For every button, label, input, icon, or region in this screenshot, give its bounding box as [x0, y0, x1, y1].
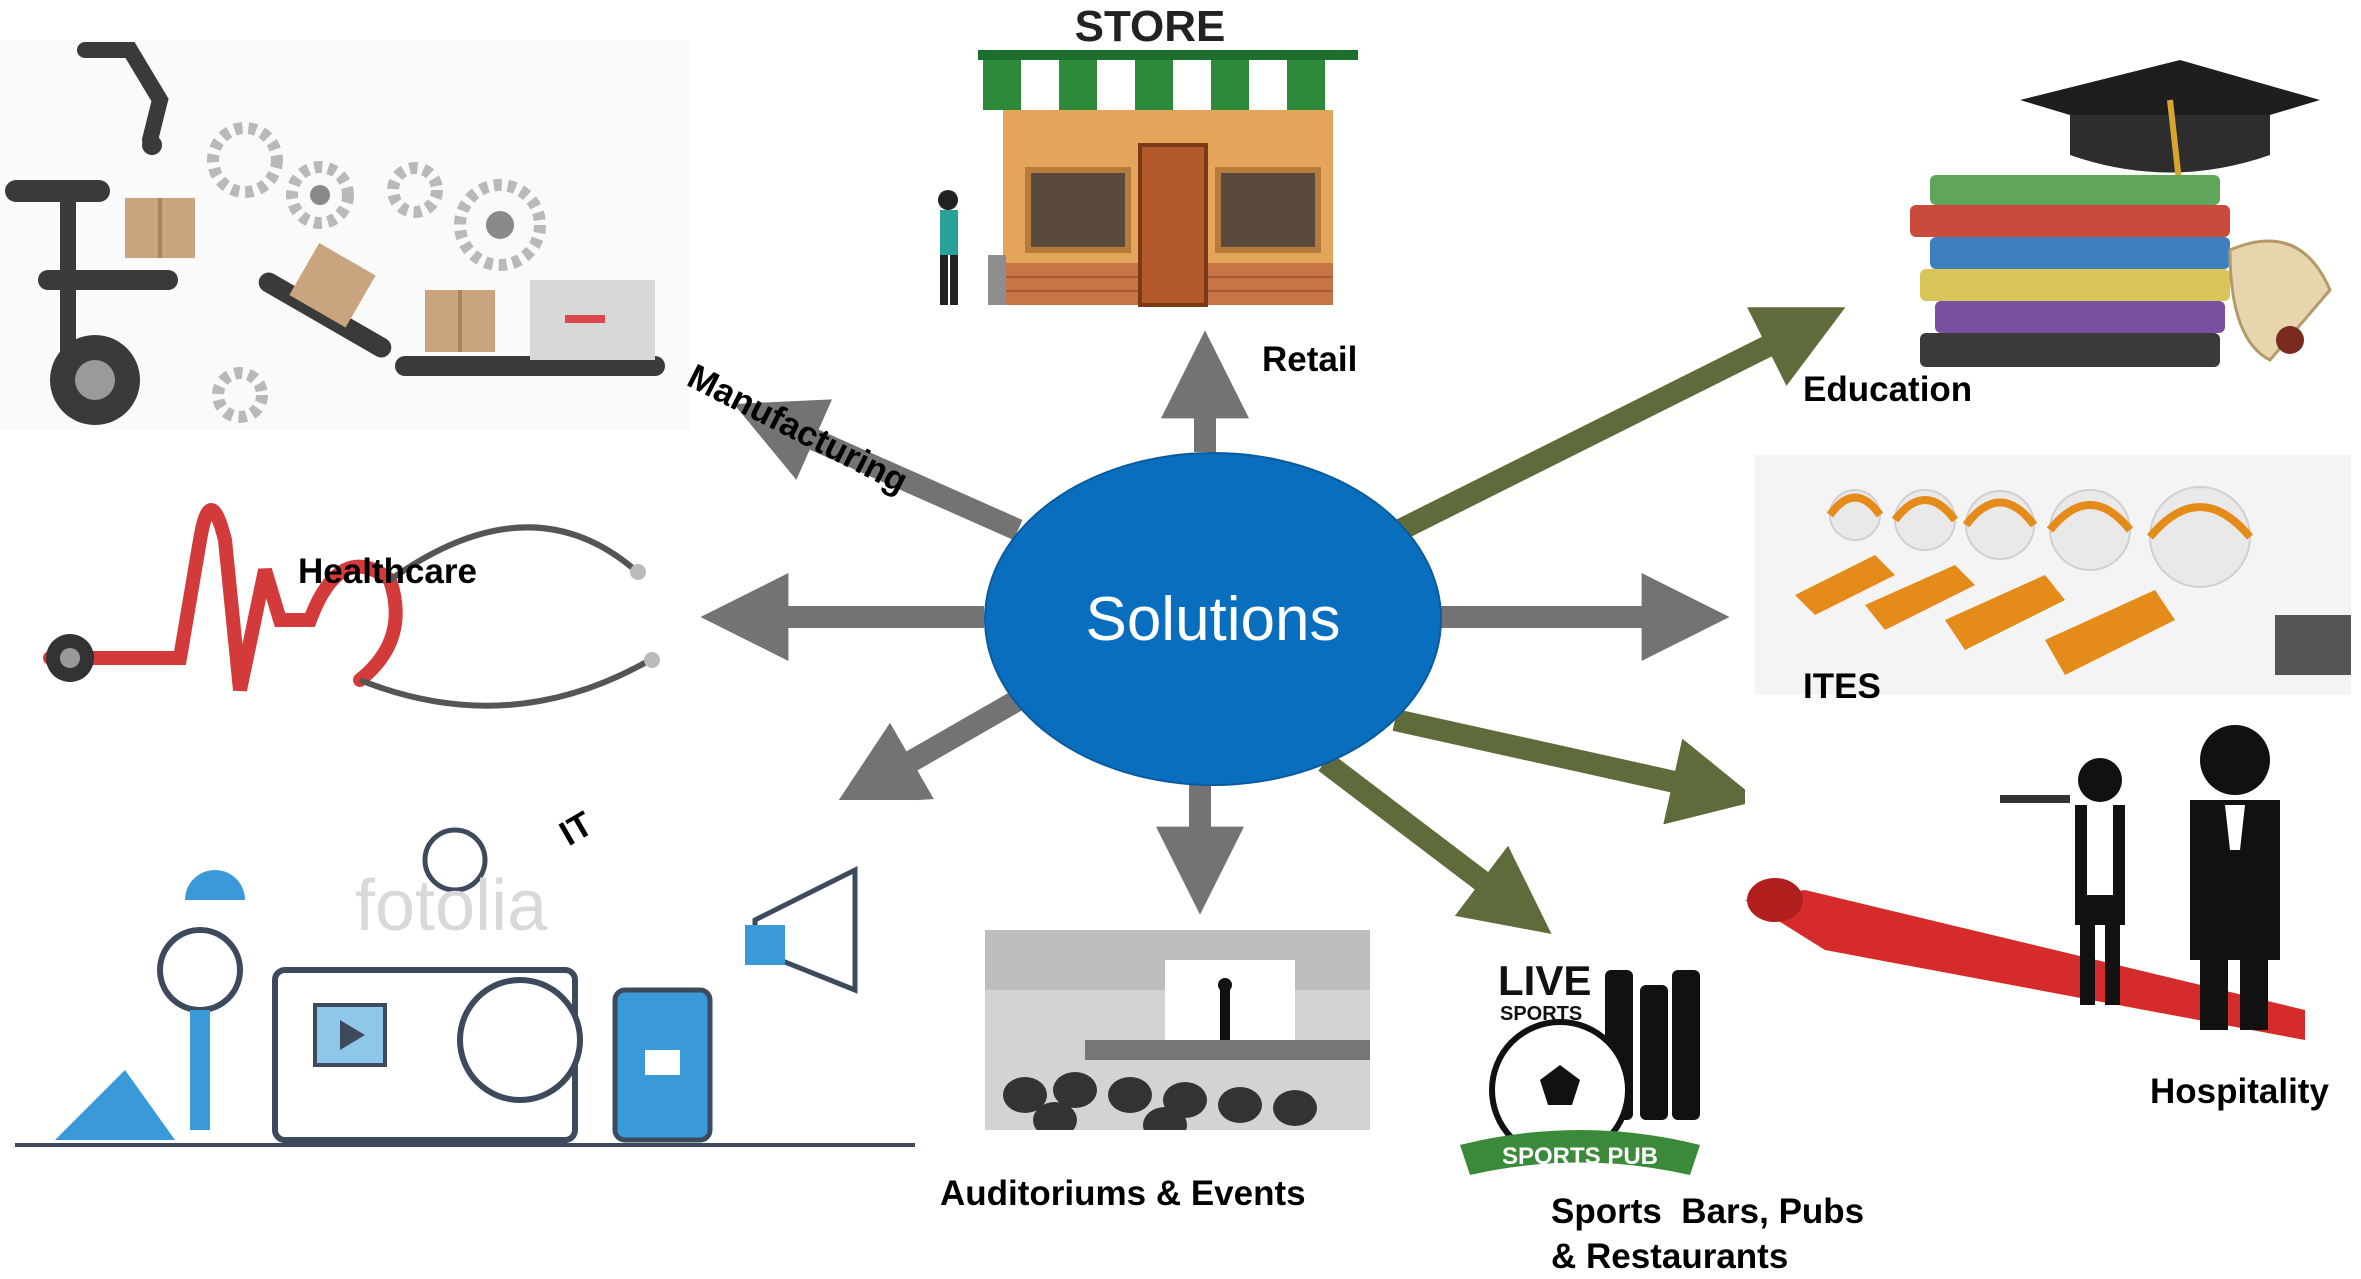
- store-sign: STORE: [1075, 5, 1226, 51]
- auditorium-image: [985, 930, 1370, 1130]
- education-image: [1850, 40, 2350, 400]
- sports-pub-logo: LIVE SPORTS SPORTS PUB: [1440, 950, 1720, 1210]
- arrow-hospitality: [1392, 709, 1759, 825]
- label-healthcare: Healthcare: [298, 552, 477, 591]
- arrow-education: [1395, 307, 1846, 540]
- hospitality-image: [1745, 720, 2345, 1040]
- arrow-manufacturing: [733, 399, 1023, 541]
- hub-label: Solutions: [1085, 584, 1341, 654]
- watermark: fotolia: [355, 866, 548, 946]
- healthcare-image: [10, 480, 690, 750]
- manufacturing-image: [0, 40, 690, 430]
- pub-live: LIVE: [1498, 957, 1591, 1004]
- label-sports-line2: & Restaurants: [1551, 1237, 1789, 1276]
- ites-image: [1755, 455, 2351, 695]
- label-auditoriums: Auditoriums & Events: [940, 1174, 1306, 1213]
- label-hospitality: Hospitality: [2150, 1072, 2329, 1111]
- label-sports-line1: Sports Bars, Pubs: [1551, 1192, 1865, 1231]
- retail-store-image: STORE: [918, 5, 1432, 325]
- solutions-hub: Solutions: [984, 452, 1442, 786]
- arrow-sports: [1318, 753, 1552, 934]
- it-image: fotolia: [15, 800, 915, 1150]
- label-education: Education: [1803, 370, 1973, 409]
- arrow-it: [835, 690, 1024, 805]
- label-retail: Retail: [1262, 340, 1358, 379]
- label-ites: ITES: [1803, 667, 1881, 706]
- pub-banner: SPORTS PUB: [1502, 1143, 1658, 1170]
